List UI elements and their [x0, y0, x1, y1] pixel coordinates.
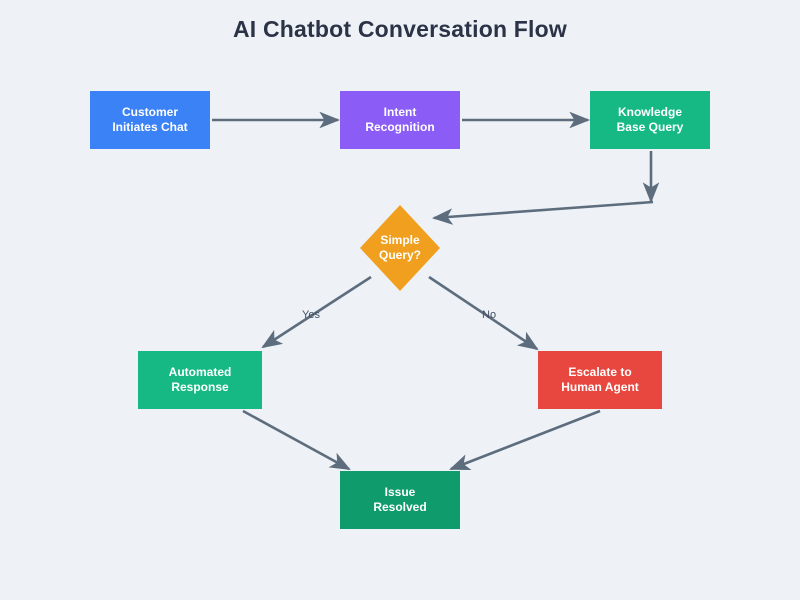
edge-label-simple-yes-automated: Yes — [302, 309, 320, 321]
node-label-knowledge-base-query: Knowledge Base Query — [616, 105, 684, 134]
edge-knowledge-to-simple — [431, 200, 654, 225]
edge-escalate-to-resolved — [449, 409, 601, 471]
edge-paths — [212, 111, 660, 471]
node-intent-recognition[interactable]: Intent Recognition — [340, 91, 460, 149]
diamond-shape-simple-query — [360, 205, 440, 291]
node-escalate-to-human-agent[interactable]: Escalate to Human Agent — [538, 351, 662, 409]
node-customer-initiates-chat[interactable]: Customer Initiates Chat — [90, 91, 210, 149]
page-title: AI Chatbot Conversation Flow — [233, 16, 567, 42]
node-simple-query[interactable]: Simple Query? — [360, 205, 440, 291]
edge-label-simple-no-escalate: No — [482, 309, 497, 321]
node-label-simple-query: Simple Query? — [378, 233, 421, 262]
edge-automated-to-resolved — [242, 409, 351, 471]
node-label-intent-recognition: Intent Recognition — [365, 105, 435, 134]
node-label-customer-initiates-chat: Customer Initiates Chat — [112, 105, 188, 134]
node-issue-resolved[interactable]: Issue Resolved — [340, 471, 460, 529]
node-label-escalate-to-human-agent: Escalate to Human Agent — [561, 365, 639, 394]
node-label-issue-resolved: Issue Resolved — [373, 485, 427, 514]
node-knowledge-base-query[interactable]: Knowledge Base Query — [590, 91, 710, 149]
node-label-automated-response: Automated Response — [168, 365, 232, 394]
node-automated-response[interactable]: Automated Response — [138, 351, 262, 409]
